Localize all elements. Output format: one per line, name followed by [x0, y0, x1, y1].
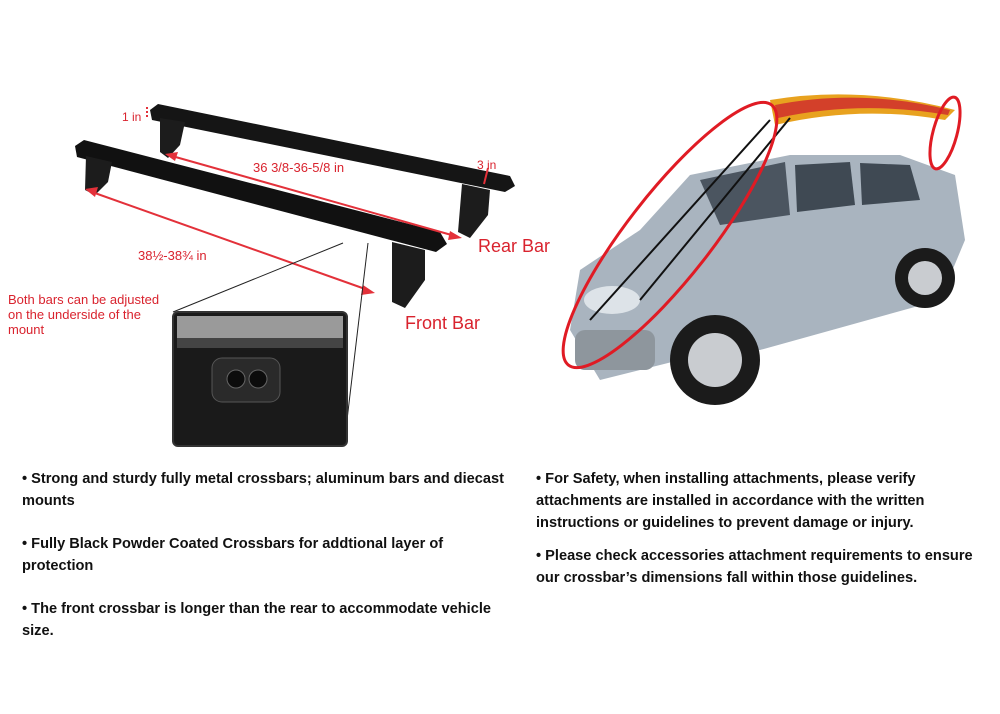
suv-with-kayak — [561, 94, 965, 405]
height-dimension-label: 1 in — [122, 110, 142, 124]
feature-item: • For Safety, when installing attachment… — [536, 471, 925, 531]
features-left: • Strong and sturdy fully metal crossbar… — [22, 468, 517, 663]
mount-closeup-inset — [172, 311, 348, 447]
feature-item: • Strong and sturdy fully metal crossbar… — [22, 471, 504, 509]
dimension-arrows — [85, 107, 489, 295]
features-right: • For Safety, when installing attachment… — [536, 468, 991, 610]
front-length-label: 38½-38¾ in — [138, 248, 207, 263]
front-bar-label: Front Bar — [405, 313, 481, 333]
rear-length-label: 36 3/8-36-5/8 in — [253, 160, 345, 175]
rear-crossbar — [150, 104, 515, 238]
rear-bar-label: Rear Bar — [478, 236, 551, 256]
feature-item: • Please check accessories attachment re… — [536, 548, 973, 586]
width-dimension-label: 3 in — [477, 158, 497, 172]
adjustment-note: Both bars can be adjusted on the undersi… — [8, 292, 160, 337]
feature-item: • The front crossbar is longer than the … — [22, 601, 491, 639]
front-crossbar — [75, 140, 447, 308]
feature-item: • Fully Black Powder Coated Crossbars fo… — [22, 536, 444, 574]
